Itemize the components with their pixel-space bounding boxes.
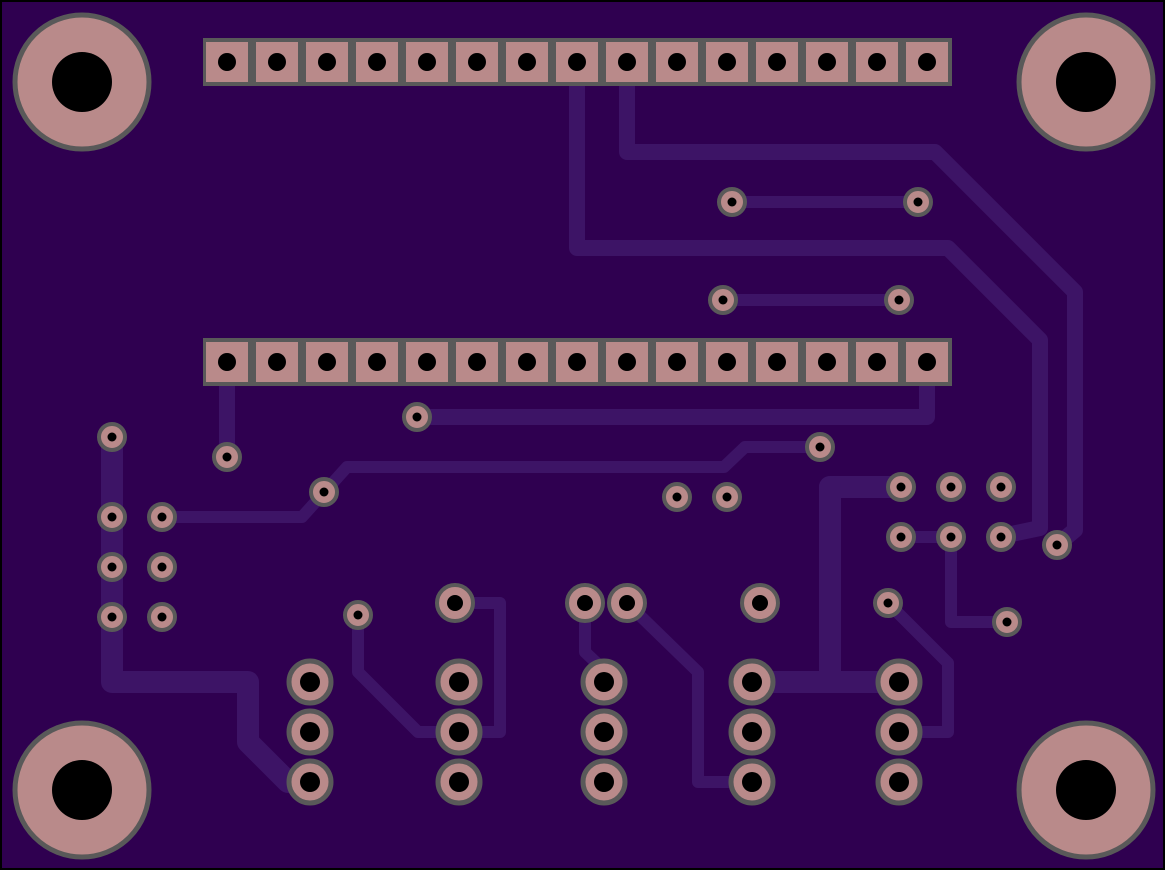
- via-drill-11: [107, 432, 117, 442]
- component-5-drill-3: [889, 772, 909, 792]
- via-drill-7: [815, 442, 825, 452]
- via-drill-3: [718, 295, 728, 305]
- via-drill-8: [319, 487, 329, 497]
- component-1-drill-2: [300, 722, 320, 742]
- header-bottom-pin-drill-1: [218, 353, 236, 371]
- header-top-pin-drill-9: [618, 53, 636, 71]
- component-1-drill-3: [300, 772, 320, 792]
- via-drill-6: [222, 452, 232, 462]
- trace-jumper-e: [882, 597, 954, 738]
- copper-pads: [12, 12, 1156, 860]
- component-4-drill-2: [742, 722, 762, 742]
- trace-header9-to-right: [619, 54, 1083, 553]
- header-top-pin-drill-1: [218, 53, 236, 71]
- jumper-drill-4: [752, 595, 768, 611]
- via-drill-27: [883, 598, 893, 608]
- via-drill-19: [946, 482, 956, 492]
- component-2-drill-2: [449, 722, 469, 742]
- header-bottom-pin-drill-15: [918, 353, 936, 371]
- via-drill-12: [107, 512, 117, 522]
- mounting-hole-drill-4: [1056, 760, 1116, 820]
- trace-jumper-f: [945, 531, 1013, 628]
- component-3-drill-3: [594, 772, 614, 792]
- via-drill-16: [107, 612, 117, 622]
- via-drill-24: [1052, 540, 1062, 550]
- header-top-pin-drill-12: [768, 53, 786, 71]
- via-drill-21: [896, 532, 906, 542]
- header-bottom-pin-drill-5: [418, 353, 436, 371]
- mounting-hole-drill-1: [52, 52, 112, 112]
- via-drill-4: [894, 295, 904, 305]
- component-5-drill-1: [889, 672, 909, 692]
- component-2-drill-3: [449, 772, 469, 792]
- header-bottom-pin-drill-11: [718, 353, 736, 371]
- component-3-drill-2: [594, 722, 614, 742]
- via-drill-25: [1002, 617, 1012, 627]
- jumper-drill-3: [619, 595, 635, 611]
- header-top-pin-drill-7: [518, 53, 536, 71]
- via-drill-14: [107, 562, 117, 572]
- header-bottom-pin-drill-9: [618, 353, 636, 371]
- component-5-drill-2: [889, 722, 909, 742]
- component-3-drill-1: [594, 672, 614, 692]
- via-drill-20: [996, 482, 1006, 492]
- header-bottom-pin-drill-6: [468, 353, 486, 371]
- header-top-pin-drill-6: [468, 53, 486, 71]
- component-1-drill-1: [300, 672, 320, 692]
- header-top-pin-drill-14: [868, 53, 886, 71]
- via-drill-26: [353, 610, 363, 620]
- via-drill-17: [157, 612, 167, 622]
- jumper-drill-2: [577, 595, 593, 611]
- header-top-pin-drill-15: [918, 53, 936, 71]
- header-bottom-pin-drill-14: [868, 353, 886, 371]
- mounting-hole-drill-2: [1056, 52, 1116, 112]
- jumper-drill-1: [447, 595, 463, 611]
- component-4-drill-1: [742, 672, 762, 692]
- via-drill-13: [157, 512, 167, 522]
- via-drill-15: [157, 562, 167, 572]
- trace-jumper-d: [621, 597, 758, 788]
- trace-signal-mid: [156, 441, 826, 523]
- header-bottom-pin-drill-7: [518, 353, 536, 371]
- copper-traces: [101, 54, 1083, 793]
- header-top-pin-drill-10: [668, 53, 686, 71]
- header-top-pin-drill-11: [718, 53, 736, 71]
- mounting-hole-drill-3: [52, 760, 112, 820]
- via-drill-1: [727, 197, 737, 207]
- trace-header8-to-right: [569, 54, 1048, 544]
- header-top-pin-drill-4: [368, 53, 386, 71]
- header-top-pin-drill-13: [818, 53, 836, 71]
- header-bottom-pin-drill-13: [818, 353, 836, 371]
- header-bottom-pin-drill-8: [568, 353, 586, 371]
- via-drill-2: [913, 197, 923, 207]
- header-bottom-pin-drill-10: [668, 353, 686, 371]
- via-drill-5: [412, 412, 422, 422]
- header-top-pin-drill-2: [268, 53, 286, 71]
- header-bottom-pin-drill-3: [318, 353, 336, 371]
- header-top-pin-drill-5: [418, 53, 436, 71]
- via-drill-10: [722, 492, 732, 502]
- component-4-drill-3: [742, 772, 762, 792]
- via-drill-18: [896, 482, 906, 492]
- via-drill-22: [946, 532, 956, 542]
- header-bottom-pin-drill-2: [268, 353, 286, 371]
- via-drill-9: [672, 492, 682, 502]
- component-2-drill-1: [449, 672, 469, 692]
- header-bottom-pin-drill-12: [768, 353, 786, 371]
- header-top-pin-drill-3: [318, 53, 336, 71]
- via-drill-23: [996, 532, 1006, 542]
- header-bottom-pin-drill-4: [368, 353, 386, 371]
- header-top-pin-drill-8: [568, 53, 586, 71]
